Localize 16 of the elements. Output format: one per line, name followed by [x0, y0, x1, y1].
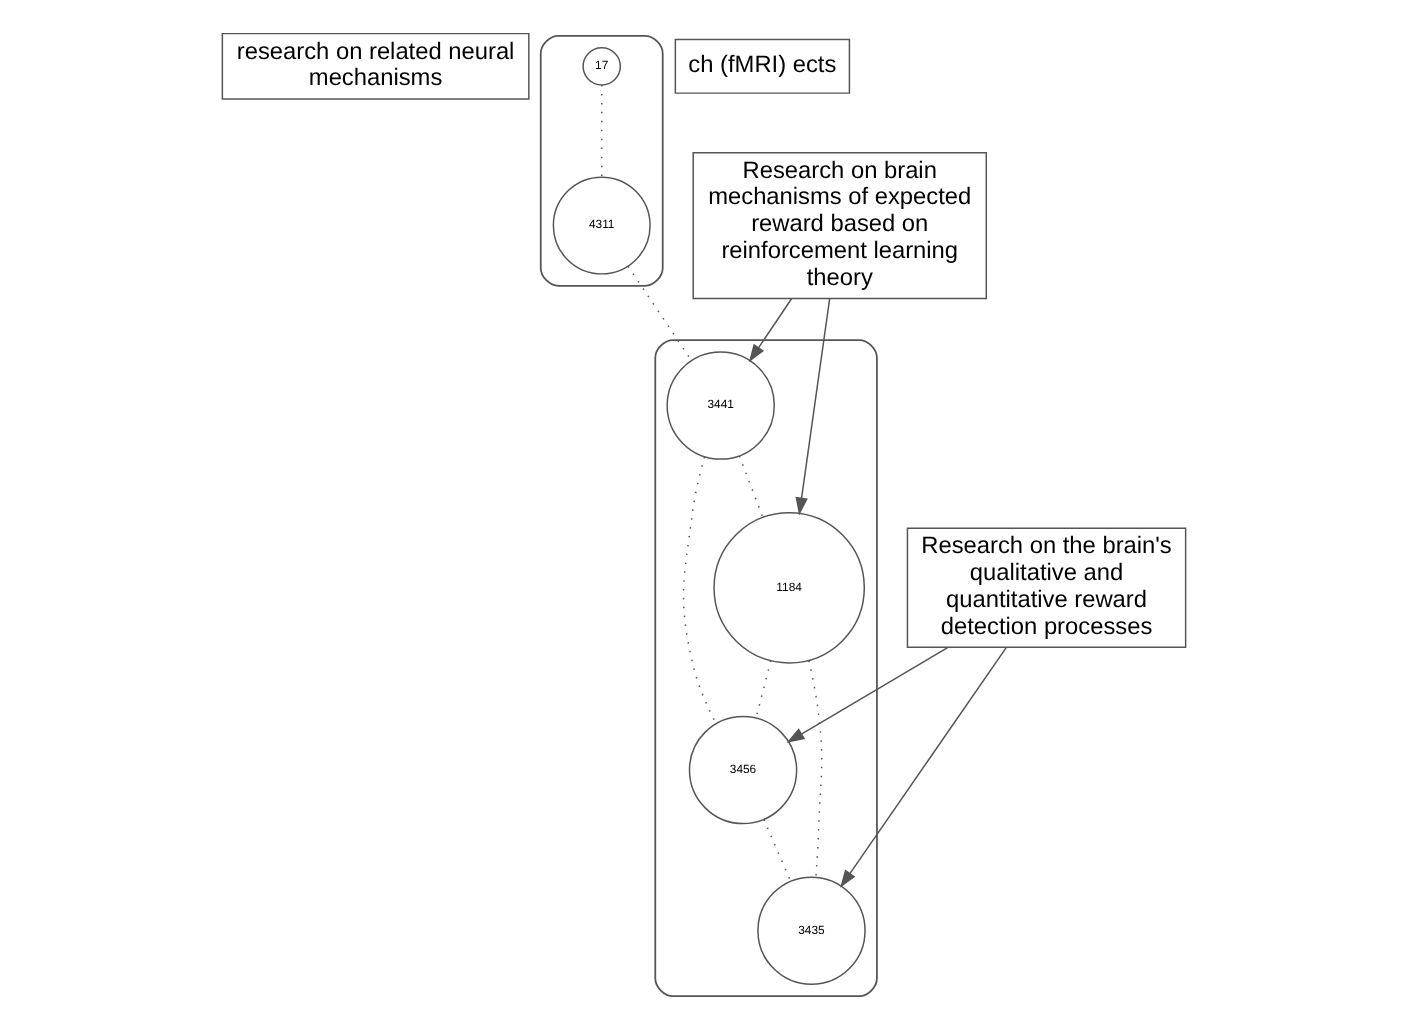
node-box: ch (fMRI) ects — [673, 37, 850, 93]
node-box: research on related neural mechanisms — [220, 31, 529, 99]
node-box: Research on the brain's qualitative and quantitative reward detection processes — [905, 526, 1186, 648]
arrow — [747, 296, 792, 362]
connector — [599, 83, 602, 177]
arrow — [839, 645, 1007, 887]
arrow — [794, 296, 830, 515]
arrow — [785, 645, 948, 742]
connector — [762, 817, 791, 882]
connector — [626, 264, 692, 361]
connector — [807, 659, 822, 877]
node-box: Research on brain mechanisms of expected reward based on reinforcement learning theory — [691, 150, 987, 299]
connector — [754, 658, 771, 718]
connector — [681, 455, 716, 724]
cluster — [538, 33, 663, 286]
connector — [737, 454, 763, 517]
